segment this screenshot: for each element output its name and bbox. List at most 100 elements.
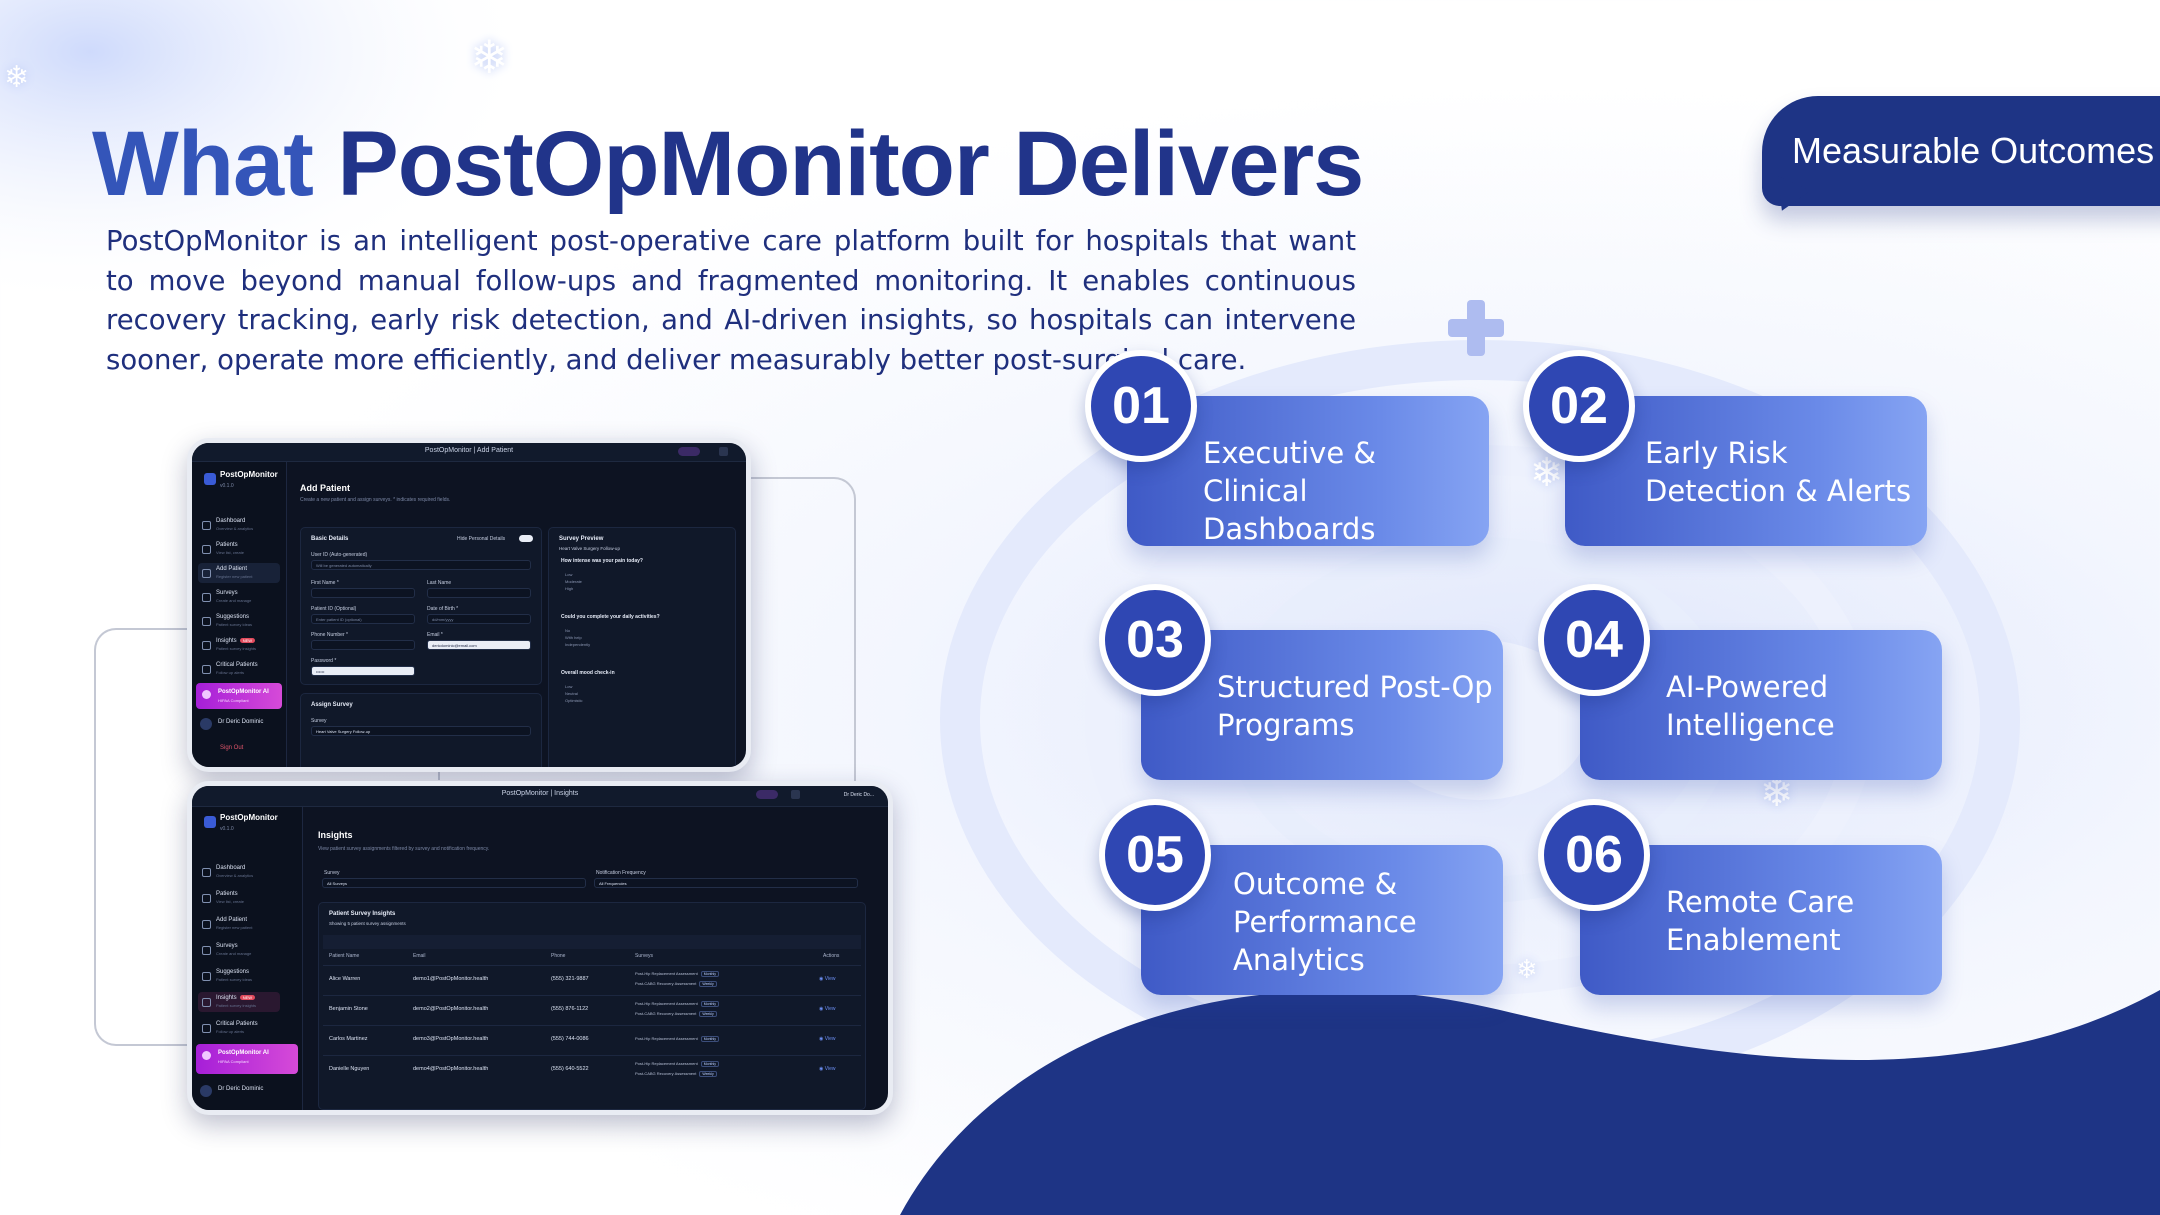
field-label: Email * bbox=[427, 632, 443, 638]
badge-label: Measurable Outcomes bbox=[1792, 130, 2155, 171]
survey-filter-label: Survey bbox=[324, 870, 340, 876]
survey-preview-panel: Survey Preview Heart Valve Surgery Follo… bbox=[548, 527, 736, 767]
frequency-filter-select[interactable]: All Frequencies bbox=[594, 878, 858, 888]
page-heading: Add Patient bbox=[300, 483, 351, 493]
app-topbar: PostOpMonitor | Add Patient bbox=[192, 443, 746, 462]
column-header: Actions bbox=[823, 953, 840, 959]
menu-icon[interactable] bbox=[791, 790, 800, 799]
ai-pill[interactable] bbox=[756, 790, 778, 799]
hide-personal-toggle[interactable] bbox=[519, 535, 533, 542]
phone-field[interactable] bbox=[311, 640, 415, 650]
sidebar-user[interactable]: Dr Deric Dominic bbox=[198, 715, 280, 737]
view-button[interactable]: ◉ View bbox=[819, 1066, 836, 1072]
intro-paragraph: PostOpMonitor is an intelligent post-ope… bbox=[106, 225, 1356, 376]
lightbulb-icon bbox=[202, 617, 211, 626]
eye-icon: ◉ bbox=[819, 1006, 824, 1012]
patient-id-field[interactable]: Enter patient ID (optional) bbox=[311, 614, 415, 624]
patient-email: demo3@PostOpMonitor.health bbox=[413, 1036, 489, 1042]
user-name: Dr Deric Dominic bbox=[218, 719, 264, 725]
row-divider bbox=[323, 1055, 861, 1056]
field-label: Date of Birth * bbox=[427, 606, 459, 612]
survey-select[interactable]: Heart Valve Surgery Follow-up bbox=[311, 726, 531, 736]
sidebar-item-sub: Patient survey ideas bbox=[216, 622, 253, 627]
view-label: View bbox=[824, 1006, 836, 1012]
survey-filter-select[interactable]: All Surveys bbox=[322, 878, 586, 888]
sign-out-button[interactable]: Sign Out bbox=[220, 745, 244, 751]
plus-icon bbox=[1448, 300, 1504, 356]
snowflake-icon: ❄ bbox=[1516, 955, 1538, 985]
survey-name: Post-Hip Replacement Assessment bbox=[635, 1001, 698, 1006]
option: Moderate bbox=[565, 579, 582, 584]
table-subtitle: Showing 5 patient survey assignments bbox=[329, 921, 406, 926]
patient-phone: (555) 744-0086 bbox=[551, 1036, 589, 1042]
user-plus-icon bbox=[202, 569, 211, 578]
feature-card: 05 Outcome & Performance Analytics bbox=[1099, 799, 1503, 995]
first-name-field[interactable] bbox=[311, 588, 415, 598]
email-field[interactable]: dericdominic@email.com bbox=[427, 640, 531, 650]
sidebar-item-sub: Register new patient bbox=[216, 925, 253, 930]
user-plus-icon bbox=[202, 920, 211, 929]
user-chip[interactable]: Dr Deric Do... bbox=[843, 792, 874, 798]
feature-label: Structured Post-Op Programs bbox=[1217, 670, 1493, 742]
option: Optimistic bbox=[565, 698, 583, 703]
sidebar-user[interactable]: Dr Deric Dominic bbox=[198, 1082, 280, 1104]
frequency-tag: Weekly bbox=[699, 981, 717, 987]
assign-survey-panel: Assign Survey Survey Heart Valve Surgery… bbox=[300, 693, 542, 767]
view-button[interactable]: ◉ View bbox=[819, 976, 836, 982]
question-text: How intense was your pain today? bbox=[561, 558, 643, 564]
view-button[interactable]: ◉ View bbox=[819, 1036, 836, 1042]
patient-email: demo4@PostOpMonitor.health bbox=[413, 1066, 489, 1072]
row-divider bbox=[323, 995, 861, 996]
sidebar-item-label: Surveys bbox=[216, 943, 238, 949]
app-logo bbox=[204, 816, 216, 828]
measurable-outcomes-badge: Measurable Outcomes bbox=[1762, 96, 2160, 206]
page-subheading: Create a new patient and assign surveys.… bbox=[300, 497, 451, 503]
insights-label: Insights bbox=[216, 995, 237, 1001]
snowflake-icon: ❄ bbox=[4, 60, 30, 95]
view-button[interactable]: ◉ View bbox=[819, 1006, 836, 1012]
option: With help bbox=[565, 635, 582, 640]
menu-icon[interactable] bbox=[719, 447, 728, 456]
sidebar-item-label: Add Patient bbox=[216, 917, 248, 923]
password-field[interactable]: •••••• bbox=[311, 666, 415, 676]
feature-label: Early Risk Detection & Alerts bbox=[1645, 436, 1912, 508]
user-id-field[interactable]: Will be generated automatically bbox=[311, 560, 531, 570]
survey-name: Post-CABG Recovery Assessment bbox=[635, 1071, 697, 1076]
sidebar-item-sub: Register new patient bbox=[216, 574, 253, 579]
lightbulb-icon bbox=[202, 972, 211, 981]
ai-label: PostOpMonitor AI bbox=[218, 1050, 269, 1056]
frequency-tag: Weekly bbox=[699, 1011, 717, 1017]
clipboard-icon bbox=[202, 593, 211, 602]
survey-name: Post-Hip Replacement Assessment bbox=[635, 971, 698, 976]
feature-number: 06 bbox=[1538, 799, 1650, 911]
dob-field[interactable]: dd/mm/yyyy bbox=[427, 614, 531, 624]
sidebar-item-label: Surveys bbox=[216, 590, 238, 596]
feature-number: 05 bbox=[1099, 799, 1211, 911]
sidebar-item-sub: View list, create bbox=[216, 550, 244, 555]
feature-card: 03 Structured Post-Op Programs bbox=[1099, 584, 1503, 780]
feature-label: AI-Powered Intelligence bbox=[1666, 670, 1835, 742]
feature-label: Outcome & Performance Analytics bbox=[1233, 867, 1417, 977]
ai-pill[interactable] bbox=[678, 447, 700, 456]
row-divider bbox=[323, 1025, 861, 1026]
feature-label: Executive & Clinical Dashboards bbox=[1203, 436, 1377, 546]
last-name-field[interactable] bbox=[427, 588, 531, 598]
